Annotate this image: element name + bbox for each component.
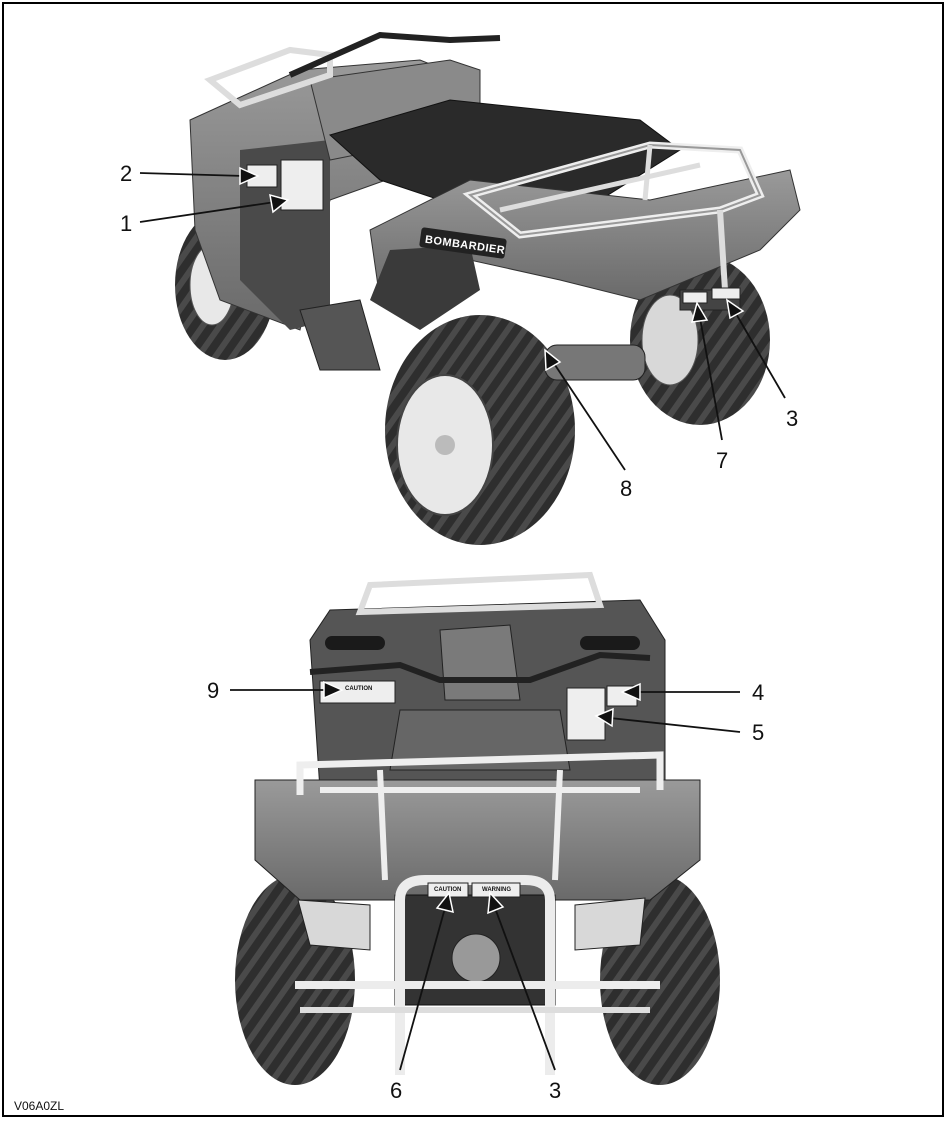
callout-8-arrowhead [544,348,562,372]
callout-7-arrowhead [690,301,709,323]
figure-code: V06A0ZL [14,1099,64,1113]
decal-6-caution-text: CAUTION [434,887,461,893]
callout-9-arrowhead [323,680,344,700]
callout-5-label: 5 [752,720,764,745]
front-fender-front-view [254,779,701,901]
callout-3-rear-arrowhead [725,298,745,320]
callout-2-arrowhead [239,166,260,186]
front-rack-front-view [296,751,664,881]
callout-5-arrowhead [594,707,614,728]
decal-1 [280,159,324,211]
decal-9 [319,680,396,704]
decal-3-front [471,882,521,898]
atv-front-view: CAUTION CAUTION WARNING [235,571,720,1085]
handlebar [288,31,501,78]
decal-3-rear [711,287,741,300]
atv-rear-three-quarter-view: BOMBARDIER [175,31,801,545]
rear-rack [462,141,765,291]
callout-9-label: 9 [207,678,219,703]
callout-3-front-label: 3 [549,1078,561,1103]
handlebar-front-view [309,651,651,683]
callout-3-rear-label: 3 [786,406,798,431]
decal-9-caution-text: CAUTION [345,686,372,692]
callout-6-arrowhead [435,891,454,914]
left-headlight [297,899,371,951]
decal-7 [682,291,708,304]
seat-front-view [439,624,521,701]
callout-3-front-arrowhead [487,891,505,915]
callout-7-label: 7 [716,448,728,473]
front-rack [204,46,333,109]
callout-4-label: 4 [752,680,764,705]
front-bumper [395,875,555,1075]
callout-8-label: 8 [620,476,632,501]
callout-1-arrowhead [269,193,290,214]
seat [328,99,681,211]
front-emblem [451,933,501,983]
callout-2-label: 2 [120,161,132,186]
callout-4-arrowhead [620,682,641,702]
callout-1-label: 1 [120,211,132,236]
rear-rack-front-view [355,571,605,616]
callout-6-label: 6 [390,1078,402,1103]
callout-arrows [139,166,786,1071]
callout-labels: 2 1 8 7 3 9 4 5 6 3 [120,161,798,1103]
right-headlight [574,897,646,951]
decal-3-warning-text: WARNING [482,887,511,893]
